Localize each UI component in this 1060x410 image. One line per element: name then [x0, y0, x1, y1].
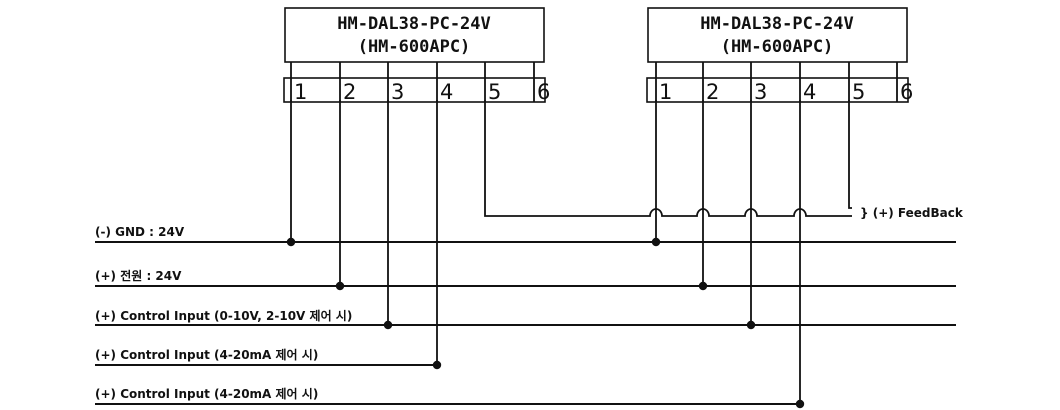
terminal-number: 3	[754, 80, 767, 104]
wires-left	[290, 100, 438, 365]
line-label-power: (+) 전원 : 24V	[95, 268, 182, 283]
line-label-gnd: (-) GND : 24V	[95, 225, 185, 239]
terminal-number: 4	[803, 80, 816, 104]
terminal-number: 5	[488, 80, 501, 104]
device-left-model: HM-DAL38-PC-24V	[337, 14, 491, 34]
terminal-block-right: 1 2 3 4 5 6	[646, 62, 913, 104]
terminal-number: 2	[343, 80, 356, 104]
device-right-model: HM-DAL38-PC-24V	[700, 14, 854, 34]
bus-lines: (-) GND : 24V (+) 전원 : 24V (+) Control I…	[95, 225, 956, 405]
junction-dot	[651, 237, 661, 247]
junction-dot	[335, 281, 345, 291]
feedback-label: } (+) FeedBack	[860, 206, 964, 220]
device-right-body	[647, 7, 908, 63]
feedback-wire-right	[848, 100, 852, 209]
device-left: HM-DAL38-PC-24V (HM-600APC) 1 2 3 4 5 6	[283, 7, 550, 104]
junction-dots	[286, 237, 805, 409]
terminal-number: 1	[659, 80, 672, 104]
line-label-control-current-1: (+) Control Input (4-20mA 제어 시)	[95, 347, 318, 362]
junction-dot	[746, 320, 756, 330]
feedback-wire-left	[484, 100, 852, 217]
junction-dot	[795, 399, 805, 409]
line-label-control-voltage: (+) Control Input (0-10V, 2-10V 제어 시)	[95, 308, 352, 323]
terminal-number: 4	[440, 80, 453, 104]
device-right: HM-DAL38-PC-24V (HM-600APC) 1 2 3 4 5 6	[646, 7, 913, 104]
wires-right	[655, 100, 801, 404]
junction-dot	[698, 281, 708, 291]
device-left-body	[284, 7, 545, 63]
terminal-number: 3	[391, 80, 404, 104]
terminal-number: 5	[852, 80, 865, 104]
terminal-number: 6	[900, 80, 913, 104]
device-left-submodel: (HM-600APC)	[358, 37, 471, 57]
terminal-block-left-frame	[283, 77, 546, 103]
terminal-block-left: 1 2 3 4 5 6	[283, 62, 550, 104]
terminal-block-right-frame	[646, 77, 909, 103]
junction-dot	[383, 320, 393, 330]
feedback-wiring: } (+) FeedBack	[484, 100, 964, 220]
device-right-submodel: (HM-600APC)	[721, 37, 834, 57]
terminal-number: 6	[537, 80, 550, 104]
junction-dot	[286, 237, 296, 247]
line-label-control-current-2: (+) Control Input (4-20mA 제어 시)	[95, 386, 318, 401]
junction-dot	[432, 360, 442, 370]
terminal-number: 1	[294, 80, 307, 104]
terminal-number: 2	[706, 80, 719, 104]
